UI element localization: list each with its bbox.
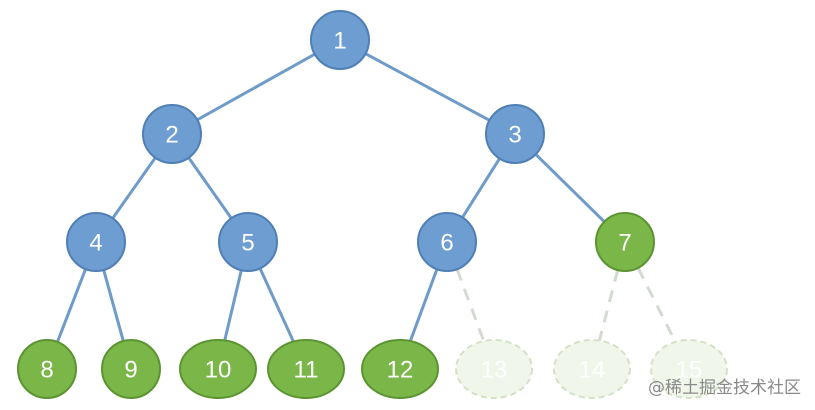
tree-node-shape xyxy=(142,104,202,164)
edge-3-6 xyxy=(461,157,501,219)
tree-node-shape xyxy=(485,104,545,164)
tree-node-12: 12 xyxy=(361,339,439,399)
tree-node-label: 9 xyxy=(124,357,137,384)
tree-node-label: 10 xyxy=(205,357,232,384)
tree-node-15: 15 xyxy=(650,339,728,399)
tree-node-label: 12 xyxy=(387,357,414,384)
tree-node-3: 3 xyxy=(485,104,545,164)
edge-4-8 xyxy=(56,268,87,343)
tree-node-10: 10 xyxy=(179,339,257,399)
tree-node-shape xyxy=(101,339,161,399)
tree-node-label: 11 xyxy=(294,357,319,384)
tree-node-label: 3 xyxy=(508,122,521,149)
tree-node-2: 2 xyxy=(142,104,202,164)
tree-node-shape xyxy=(650,339,728,399)
tree-node-9: 9 xyxy=(101,339,161,399)
tree-node-shape xyxy=(17,339,77,399)
tree-node-shape xyxy=(361,339,439,399)
tree-node-shape xyxy=(179,339,257,399)
tree-node-shape xyxy=(267,339,345,399)
edge-2-5 xyxy=(187,156,233,220)
edge-5-11 xyxy=(258,267,295,343)
tree-node-label: 1 xyxy=(333,28,346,55)
tree-node-label: 5 xyxy=(241,230,254,257)
edge-4-9 xyxy=(102,269,125,342)
tree-node-shape xyxy=(66,212,126,272)
tree-node-11: 11 xyxy=(267,339,345,399)
tree-node-6: 6 xyxy=(417,212,477,272)
edge-2-4 xyxy=(111,156,157,220)
tree-node-label: 2 xyxy=(165,122,178,149)
tree-node-shape xyxy=(553,339,631,399)
tree-node-7: 7 xyxy=(595,212,655,272)
tree-node-14: 14 xyxy=(553,339,631,399)
tree-node-4: 4 xyxy=(66,212,126,272)
tree-node-shape xyxy=(310,10,370,70)
edge-7-15 xyxy=(636,267,677,343)
edge-6-12 xyxy=(408,268,439,342)
tree-node-label: 13 xyxy=(481,357,508,384)
tree-node-13: 13 xyxy=(455,339,533,399)
edge-6-13 xyxy=(455,268,486,342)
tree-node-label: 15 xyxy=(676,357,703,384)
edge-3-7 xyxy=(534,153,606,223)
tree-node-8: 8 xyxy=(17,339,77,399)
tree-node-shape xyxy=(218,212,278,272)
tree-node-label: 14 xyxy=(579,357,606,384)
tree-edges xyxy=(56,52,677,343)
tree-node-shape xyxy=(417,212,477,272)
tree-node-label: 4 xyxy=(89,230,102,257)
tree-node-5: 5 xyxy=(218,212,278,272)
tree-node-1: 1 xyxy=(310,10,370,70)
watermark-text: @稀土掘金技术社区 xyxy=(648,378,801,398)
tree-node-shape xyxy=(455,339,533,399)
edge-1-2 xyxy=(196,52,316,122)
tree-node-label: 8 xyxy=(40,357,53,384)
edge-7-14 xyxy=(597,269,620,341)
tree-node-shape xyxy=(595,212,655,272)
tree-node-label: 7 xyxy=(618,230,631,257)
edge-5-10 xyxy=(223,269,243,341)
edge-1-3 xyxy=(364,52,491,122)
tree-node-label: 6 xyxy=(440,230,453,257)
